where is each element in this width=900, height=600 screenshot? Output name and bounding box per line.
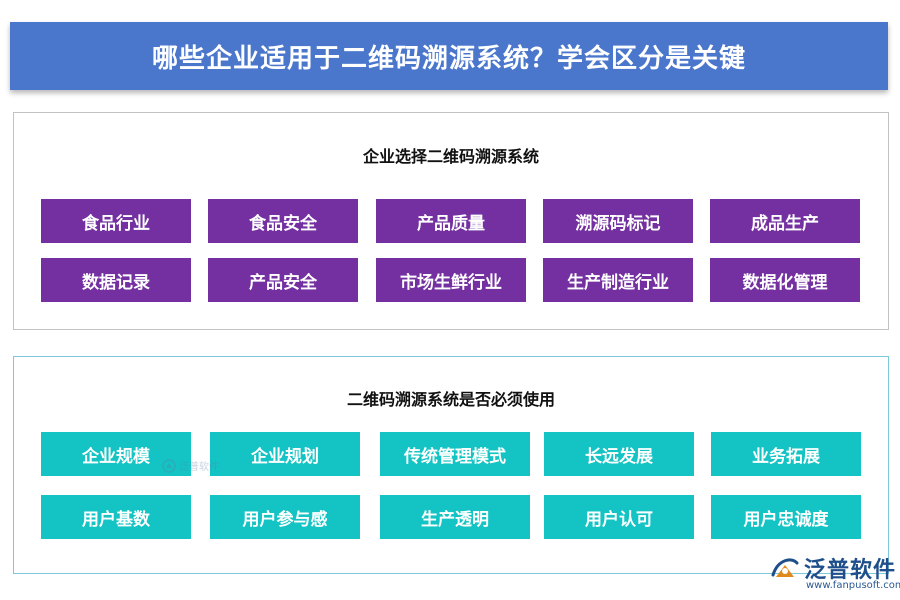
tile: 数据记录 — [41, 258, 191, 302]
tile: 用户基数 — [41, 495, 191, 539]
tile: 食品安全 — [208, 199, 358, 243]
logo-url: www.fanpusoft.com — [806, 580, 900, 591]
watermark: 泛普软件 — [162, 458, 219, 473]
tile: 企业规模 — [41, 432, 191, 476]
tile: 数据化管理 — [710, 258, 860, 302]
tile: 产品安全 — [208, 258, 358, 302]
tile: 用户参与感 — [210, 495, 360, 539]
tile: 成品生产 — [710, 199, 860, 243]
panel-title: 企业选择二维码溯源系统 — [362, 147, 539, 166]
panel-enterprise-selection: 企业选择二维码溯源系统 食品行业 食品安全 产品质量 溯源码标记 成品生产 数据… — [13, 112, 889, 330]
panel-necessity: 二维码溯源系统是否必须使用 企业规模 企业规划 传统管理模式 长远发展 业务拓展… — [13, 356, 889, 574]
title-banner: 哪些企业适用于二维码溯源系统？学会区分是关键 — [10, 22, 888, 90]
tile: 生产制造行业 — [543, 258, 693, 302]
tile: 长远发展 — [544, 432, 694, 476]
tile: 食品行业 — [41, 199, 191, 243]
panel-title: 二维码溯源系统是否必须使用 — [346, 390, 555, 409]
tile: 用户认可 — [544, 495, 694, 539]
brand-logo: 泛普软件 — [770, 552, 896, 584]
logo-name: 泛普软件 — [804, 558, 897, 583]
tile: 市场生鲜行业 — [376, 258, 526, 302]
tile: 用户忠诚度 — [711, 495, 861, 539]
tile: 产品质量 — [376, 199, 526, 243]
fanpu-logo-icon — [771, 558, 799, 577]
tile: 生产透明 — [380, 495, 530, 539]
watermark-text: 泛普软件 — [179, 462, 219, 473]
page-title: 哪些企业适用于二维码溯源系统？学会区分是关键 — [151, 43, 746, 74]
tile: 溯源码标记 — [543, 199, 693, 243]
tile: 企业规划 — [210, 432, 360, 476]
tile: 业务拓展 — [711, 432, 861, 476]
tile: 传统管理模式 — [380, 432, 530, 476]
watermark-logo-icon — [162, 458, 176, 473]
